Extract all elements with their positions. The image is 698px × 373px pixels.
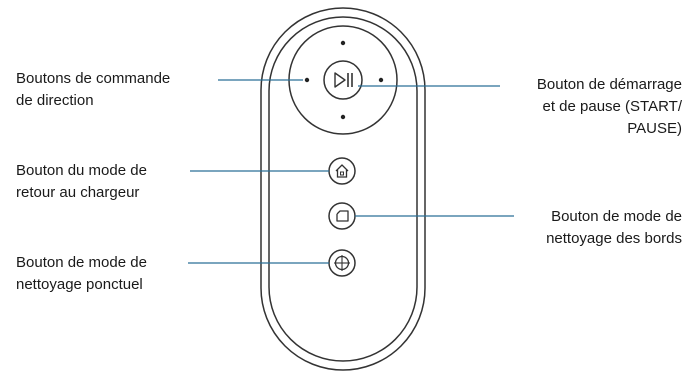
start-pause-button[interactable] — [323, 60, 363, 100]
direction-left-dot[interactable] — [304, 77, 310, 83]
label-spot-cleaning-button: Bouton de mode de nettoyage ponctuel — [16, 254, 147, 293]
edge-cleaning-icon — [336, 210, 349, 222]
label-home-button: Bouton du mode de retour au chargeur — [16, 162, 147, 201]
play-pause-icon — [334, 72, 353, 88]
label-edge-cleaning-button: Bouton de mode de nettoyage des bords — [546, 208, 682, 247]
spot-cleaning-icon — [334, 255, 350, 271]
label-direction-buttons: Boutons de commande de direction — [16, 70, 171, 109]
edge-cleaning-button[interactable] — [328, 202, 356, 230]
direction-down-dot[interactable] — [340, 114, 346, 120]
spot-cleaning-button[interactable] — [328, 249, 356, 277]
home-icon — [335, 164, 349, 178]
direction-up-dot[interactable] — [340, 40, 346, 46]
label-start-pause-button: Bouton de démarrage et de pause (START/ … — [536, 76, 682, 137]
direction-right-dot[interactable] — [378, 77, 384, 83]
home-button[interactable] — [328, 157, 356, 185]
